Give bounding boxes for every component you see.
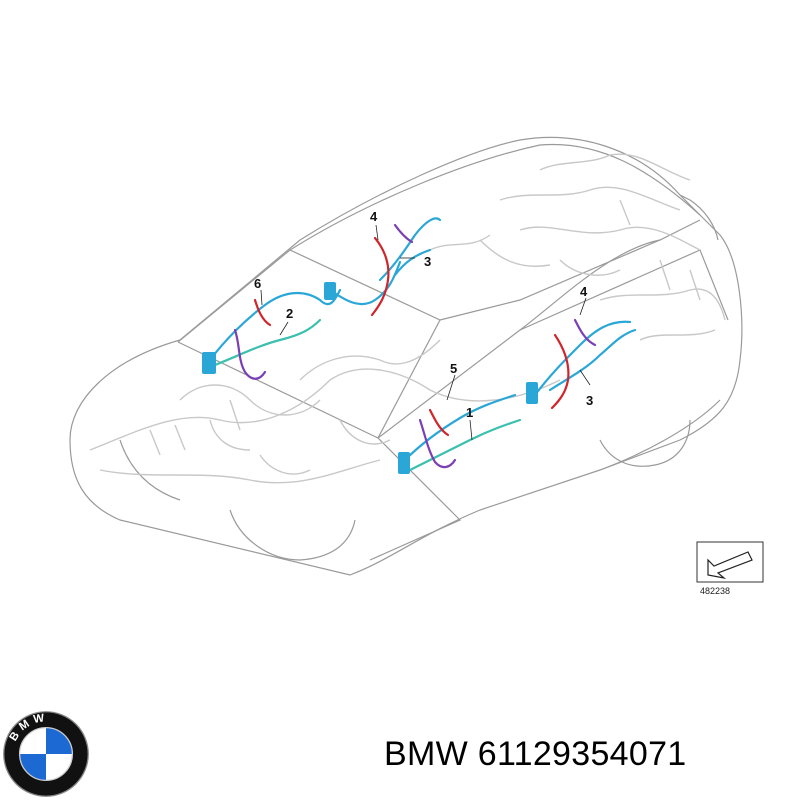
- callout-leaders: [260, 224, 591, 441]
- callout-lower-door-part-4: 4: [580, 284, 588, 299]
- callout-upper-door-part-4: 4: [370, 209, 378, 224]
- harness-front-right: [533, 318, 637, 410]
- callout-upper-door-part-6: 6: [254, 276, 261, 291]
- harness-rear-left: [208, 260, 402, 380]
- reference-box: [696, 541, 764, 583]
- car-body-outline: [69, 136, 743, 576]
- bmw-logo-icon: BMW: [3, 711, 89, 797]
- reference-code: 482238: [700, 586, 730, 596]
- connector-block: [324, 282, 336, 300]
- part-number-label: BMW 61129354071: [384, 735, 687, 773]
- callout-lower-door-part-5: 5: [450, 361, 457, 376]
- connector-block: [202, 352, 216, 374]
- callout-upper-door-part-2: 2: [286, 306, 293, 321]
- connector-block: [398, 452, 410, 474]
- connector-block: [526, 382, 538, 404]
- background-wiring: [89, 153, 726, 484]
- callout-lower-door-part-3: 3: [586, 393, 593, 408]
- harness-front-left: [403, 393, 522, 472]
- callout-upper-door-part-3: 3: [424, 254, 431, 269]
- harness-rear-right: [370, 217, 442, 317]
- callout-lower-door-part-1: 1: [466, 405, 473, 420]
- arrow-icon: [707, 551, 753, 580]
